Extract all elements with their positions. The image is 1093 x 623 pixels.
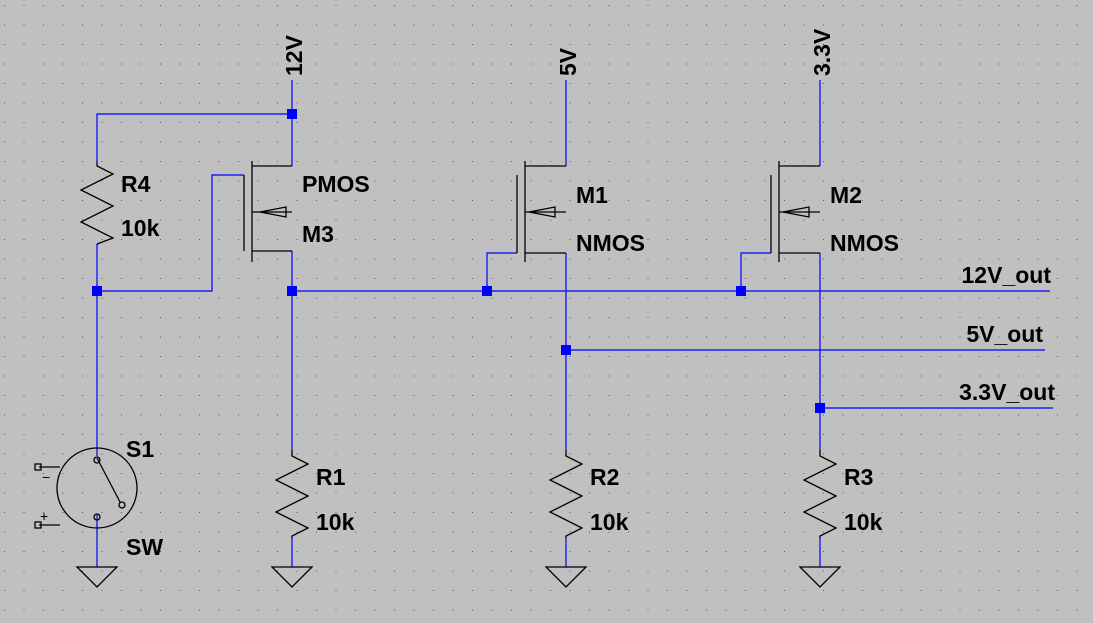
r4-name: R4 [121, 171, 151, 197]
junction-gate-m3 [92, 286, 102, 296]
pmos-m3-symbol[interactable] [243, 161, 292, 262]
r1-value: 10k [316, 509, 355, 535]
m1-name: M1 [576, 182, 608, 208]
resistor-r2-symbol[interactable] [548, 450, 584, 538]
resistor-r4-symbol[interactable] [79, 162, 115, 245]
supply-33v-label: 3.3V [809, 28, 835, 76]
ground-s1 [75, 566, 119, 588]
net-label-12v-out: 12V_out [962, 262, 1052, 288]
m2-name: M2 [830, 182, 862, 208]
r1-name: R1 [316, 464, 346, 490]
s1-value: SW [126, 534, 163, 560]
s1-name: S1 [126, 436, 154, 462]
m2-type: NMOS [830, 230, 899, 256]
supply-5v-label: 5V [555, 47, 581, 76]
ground-r2 [544, 566, 588, 588]
junction-5v-out [561, 345, 571, 355]
grid-dots [4, 5, 1078, 611]
ground-r3 [798, 566, 842, 588]
resistor-r3-symbol[interactable] [802, 450, 838, 538]
m3-name: M3 [302, 221, 334, 247]
net-label-33v-out: 3.3V_out [959, 379, 1055, 405]
m3-type: PMOS [302, 171, 370, 197]
s1-minus-label: − [42, 469, 50, 485]
wires [96, 80, 1053, 567]
m1-type: NMOS [576, 230, 645, 256]
s1-plus-label: + [40, 508, 48, 524]
resistor-r1-symbol[interactable] [274, 450, 310, 538]
r2-name: R2 [590, 464, 619, 490]
junction-33v-out [815, 403, 825, 413]
junction-gate-m2 [736, 286, 746, 296]
junction-gate-m1 [482, 286, 492, 296]
switch-s1-symbol[interactable] [34, 447, 138, 529]
junctions [92, 109, 825, 413]
r2-value: 10k [590, 509, 629, 535]
junction-12v [287, 109, 297, 119]
nmos-m2-symbol[interactable] [770, 161, 820, 262]
r3-name: R3 [844, 464, 873, 490]
ground-r1 [270, 566, 314, 588]
r4-value: 10k [121, 215, 160, 241]
supply-12v-label: 12V [281, 34, 307, 76]
net-label-5v-out: 5V_out [966, 321, 1043, 347]
nmos-m1-symbol[interactable] [516, 161, 566, 262]
junction-12v-out [287, 286, 297, 296]
r3-value: 10k [844, 509, 883, 535]
